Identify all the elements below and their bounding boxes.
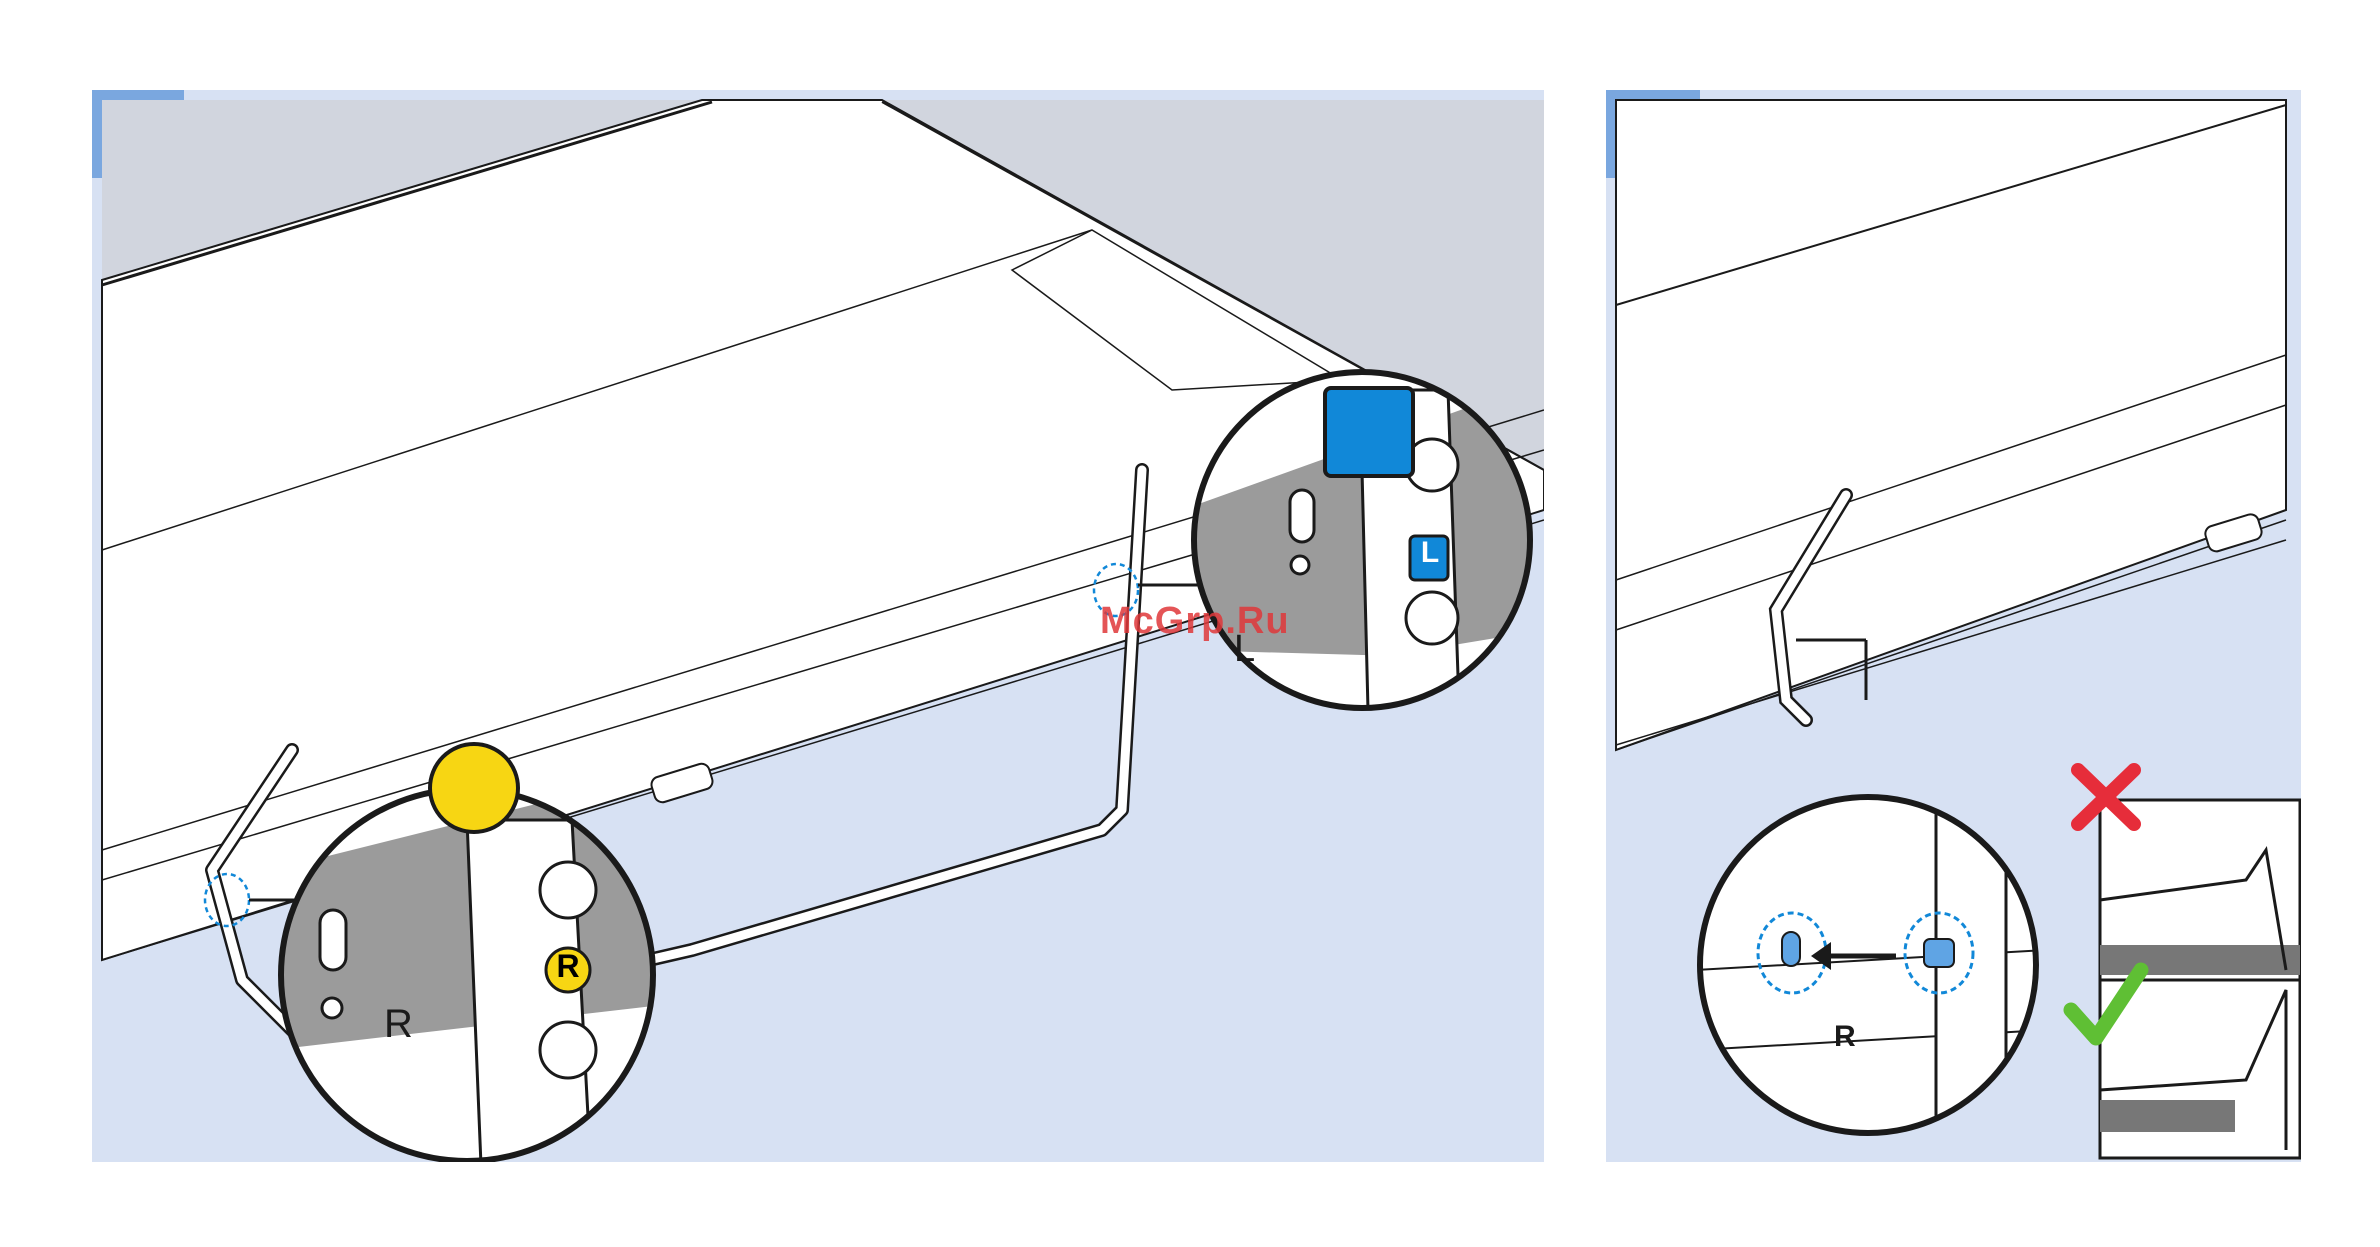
tv-panel-right [1616, 100, 2286, 750]
zoom-label-r: R [384, 1002, 413, 1047]
left-step-panel: R R L L [92, 90, 1544, 1162]
watermark: McGrp.Ru [1100, 600, 1290, 643]
left-illustration [92, 90, 1544, 1162]
yellow-marker [430, 744, 518, 832]
right-step-panel: R [1606, 90, 2301, 1162]
badge-r: R [554, 948, 582, 985]
right-illustration [1606, 90, 2301, 1162]
blue-marker [1325, 388, 1413, 476]
zoom-label-r-attach: R [1834, 1020, 1856, 1054]
badge-l: L [1416, 536, 1444, 570]
zoom-detail-attach [1696, 797, 2046, 1140]
